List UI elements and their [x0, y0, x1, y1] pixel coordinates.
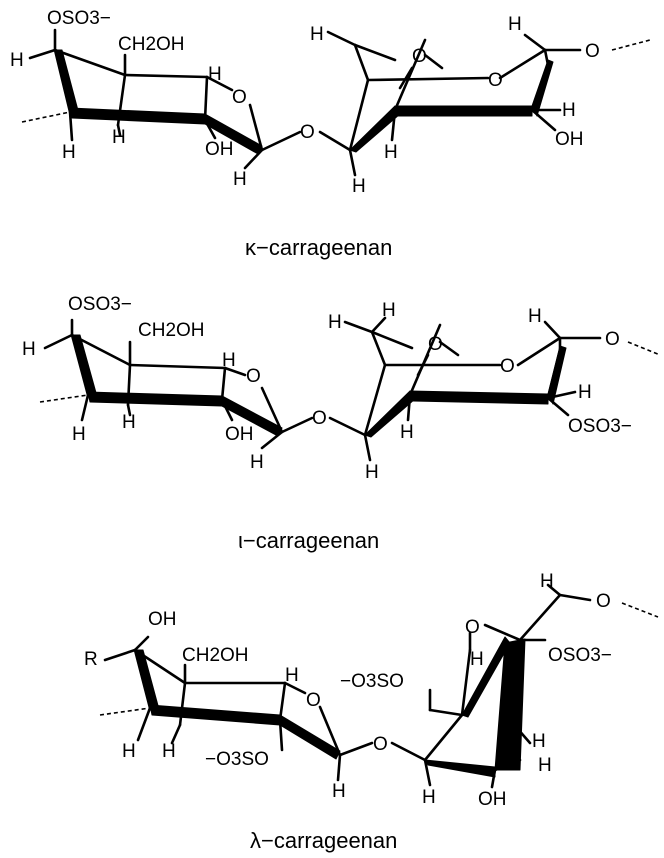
glycosidic-bond-right	[390, 741, 427, 762]
h-atom: H	[310, 24, 324, 45]
ring-2-wedge-left	[424, 759, 496, 778]
hydroxyl-group: OH	[148, 609, 177, 630]
h-atom: H	[578, 382, 592, 403]
h-atom: H	[382, 300, 396, 321]
structure-caption: ι−carrageenan	[238, 528, 379, 553]
terminal-oxygen: O	[585, 41, 600, 62]
ring-2-bonds	[326, 30, 582, 177]
h-atom: H	[365, 462, 379, 483]
chain-link-right	[611, 39, 651, 51]
oso3-group: OSO3−	[568, 416, 632, 437]
h-atom: H	[10, 50, 24, 71]
oso3-group: OSO3−	[47, 8, 111, 29]
sulfate-group: OSO3−	[548, 645, 612, 666]
glycosidic-oxygen: O	[373, 734, 388, 755]
h-atom: H	[562, 100, 576, 121]
h-atom: H	[540, 571, 554, 592]
lambda-carrageenan-structure: OH R CH2OH H O H H −O3SO H O −O3SO H O O…	[84, 571, 659, 853]
structure-caption: λ−carrageenan	[250, 828, 397, 853]
hydroxyl-group: OH	[205, 139, 234, 160]
ring-1-front-bond-2	[221, 395, 283, 437]
ring-2-front-bond	[394, 105, 533, 117]
terminal-oxygen: O	[605, 329, 620, 350]
chain-link-left	[21, 111, 71, 123]
glycosidic-bond-left	[260, 130, 302, 152]
h-atom: H	[285, 665, 299, 686]
hydroxyl-group: OH	[225, 424, 254, 445]
ring-2-wedge-top	[461, 636, 511, 718]
chain-link-right	[627, 341, 661, 356]
h-atom: H	[528, 306, 542, 327]
glycosidic-oxygen: O	[312, 408, 327, 429]
glycosidic-bond-left	[280, 416, 314, 434]
ring-oxygen: O	[488, 70, 503, 91]
ring-1-front-bond	[87, 391, 223, 407]
h-atom: H	[400, 422, 414, 443]
r-group: R	[84, 649, 98, 670]
ring-2-front-bond	[409, 390, 549, 405]
h-atom: H	[62, 142, 76, 163]
glycosidic-bond-right	[328, 416, 367, 437]
h-atom: H	[162, 741, 176, 762]
ring-oxygen: O	[232, 87, 247, 108]
hydroxyl-group: OH	[478, 789, 507, 810]
oso3-group: OSO3−	[68, 294, 132, 315]
h-atom: H	[72, 424, 86, 445]
h-atom: H	[122, 741, 136, 762]
ring-2-wedge-right	[531, 59, 554, 117]
chain-link-left	[99, 707, 151, 716]
terminal-oxygen: O	[596, 591, 611, 612]
h-atom: H	[422, 787, 436, 808]
h-atom: H	[538, 755, 552, 776]
ring-1-front-bond	[69, 107, 206, 125]
h-atom: H	[250, 452, 264, 473]
h-atom: H	[328, 312, 342, 333]
ring-2-wedge-right	[547, 345, 567, 405]
h-atom: H	[332, 781, 346, 802]
ring-2-bonds	[343, 316, 602, 462]
h-atom: H	[233, 169, 247, 190]
glycosidic-bond-right	[318, 130, 352, 152]
kappa-carrageenan-structure: OSO3− CH2OH H H O H H OH H O H O H O H H…	[10, 8, 651, 260]
ring-2-right-side	[494, 638, 526, 771]
h-atom: H	[352, 176, 366, 197]
ch2oh-group: CH2OH	[182, 645, 249, 666]
h-atom: H	[222, 350, 236, 371]
ring-oxygen: O	[306, 690, 321, 711]
bridge-oxygen: O	[428, 334, 443, 355]
ring-1-front-bond	[149, 704, 281, 726]
h-atom: H	[112, 127, 126, 148]
glycosidic-bond-left	[338, 741, 374, 757]
ring-oxygen: O	[500, 356, 515, 377]
ring-1-wedge	[71, 334, 99, 401]
structure-caption: κ−carrageenan	[245, 235, 392, 260]
bridge-oxygen: O	[412, 46, 427, 67]
h-atom: H	[22, 339, 36, 360]
ch2oh-group: CH2OH	[138, 320, 205, 341]
ring-oxygen: O	[465, 617, 480, 638]
h-atom: H	[384, 142, 398, 163]
iota-carrageenan-structure: OSO3− CH2OH H H O H H OH H O H H O H O H…	[22, 294, 661, 553]
h-atom: H	[470, 649, 484, 670]
h-atom: H	[122, 412, 136, 433]
h-atom: H	[508, 14, 522, 35]
hydroxyl-group: OH	[555, 129, 584, 150]
glycosidic-oxygen: O	[300, 122, 315, 143]
h-atom: H	[532, 731, 546, 752]
h-atom: H	[208, 64, 222, 85]
ring-oxygen: O	[246, 366, 261, 387]
ch2oh-group: CH2OH	[118, 34, 185, 55]
chain-link-right	[621, 602, 659, 618]
ring-1-front-bond-2	[204, 113, 263, 155]
sulfate-group: −O3SO	[205, 749, 269, 770]
sulfate-group: −O3SO	[340, 671, 404, 692]
ring-1-front-bond-2	[279, 714, 341, 760]
chain-link-left	[39, 394, 89, 403]
